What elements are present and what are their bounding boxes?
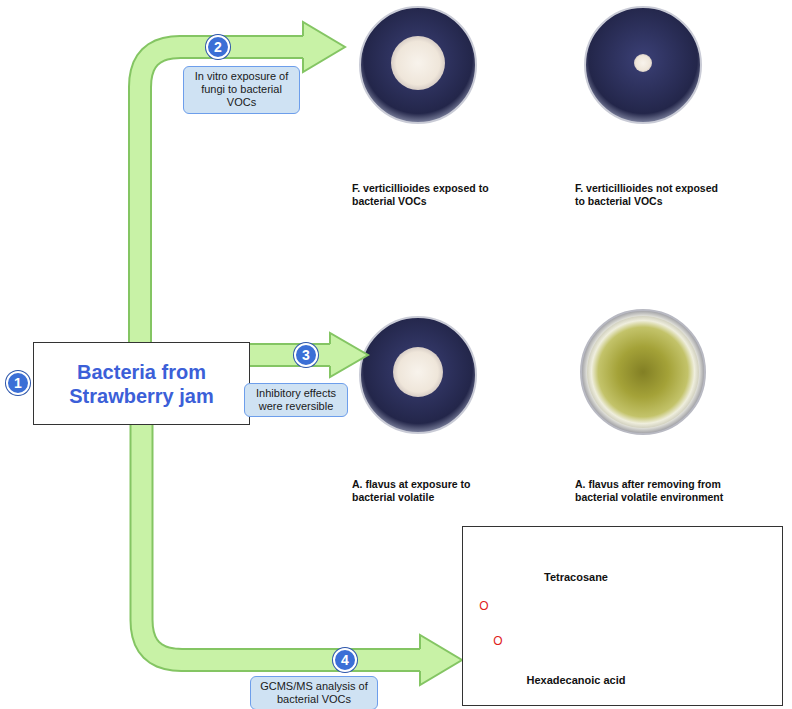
node-text: Bacteria from Strawberry jam <box>42 360 241 408</box>
callout-number: 1 <box>6 371 30 395</box>
figure-caption: A. flavus after removing from bacterial … <box>575 478 750 504</box>
fungal-colony <box>393 347 443 397</box>
atom-label: O <box>478 599 490 613</box>
callout-number: 3 <box>294 343 318 367</box>
callout-number: 2 <box>208 37 228 57</box>
arrow-head <box>420 635 462 685</box>
fungal-colony <box>587 316 699 428</box>
petri-dish <box>360 317 476 433</box>
block-arrow <box>142 425 463 685</box>
arrow-head <box>330 333 368 377</box>
node-text: In vitro exposure of fungi to bacterial … <box>189 70 294 110</box>
petri-dish <box>360 7 476 123</box>
figure-caption: F. verticillioides not exposed to bacter… <box>575 182 725 208</box>
figure-caption: F. verticillioides exposed to bacterial … <box>352 182 492 208</box>
structure-box: TetracosaneHexadecanoic acid <box>462 526 783 706</box>
source-box: Bacteria from Strawberry jam <box>33 342 250 425</box>
callout-number: 4 <box>333 648 357 672</box>
fungal-colony <box>391 36 445 90</box>
node-text: Inhibitory effects were reversible <box>250 387 342 413</box>
arrow-body <box>250 345 330 365</box>
arrow-head <box>303 22 345 72</box>
node-text: Tetracosane <box>496 571 656 583</box>
block-arrow <box>250 333 368 377</box>
atom-label: O <box>492 634 504 648</box>
callout-number: 2 <box>206 35 230 59</box>
arrow-outline <box>142 425 421 660</box>
node-text: GCMS/MS analysis of bacterial VOCs <box>256 680 372 706</box>
node-text: Hexadecanoic acid <box>496 674 656 686</box>
fungal-colony <box>634 54 652 72</box>
step-note: In vitro exposure of fungi to bacterial … <box>183 66 300 114</box>
petri-dish <box>581 310 705 434</box>
callout-number: 1 <box>8 373 28 393</box>
arrow-body <box>142 425 421 660</box>
arrow-outline <box>140 47 303 342</box>
callout-number: 3 <box>296 345 316 365</box>
step-note: Inhibitory effects were reversible <box>244 383 348 417</box>
callout-number: 4 <box>335 650 355 670</box>
figure-caption: A. flavus at exposure to bacterial volat… <box>352 478 482 504</box>
petri-dish <box>585 7 701 123</box>
arrow-outline <box>250 343 330 367</box>
block-arrow <box>140 22 345 342</box>
arrow-body <box>140 47 303 342</box>
step-note: GCMS/MS analysis of bacterial VOCs <box>250 676 378 709</box>
